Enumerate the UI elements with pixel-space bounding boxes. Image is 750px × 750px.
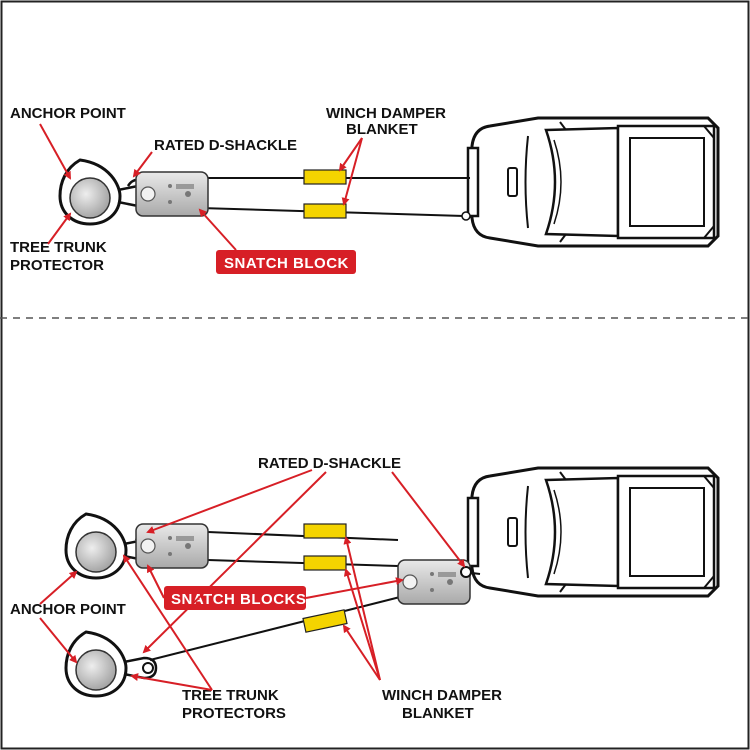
pointer-arrows-bottom <box>39 469 466 691</box>
label-tree-trunk-line2: PROTECTOR <box>10 257 104 274</box>
label-rated-d-shackle: RATED D-SHACKLE <box>154 137 297 154</box>
label-snatch-block: SNATCH BLOCK <box>224 255 349 272</box>
label-winch-damper-line2-bottom: BLANKET <box>402 705 474 722</box>
label-winch-damper-line1-bottom: WINCH DAMPER <box>382 687 502 704</box>
label-snatch-blocks: SNATCH BLOCKS <box>171 591 306 608</box>
winch-damper-blanket-2 <box>303 555 347 571</box>
d-shackle-icon-truck <box>460 566 472 578</box>
snatch-block-icon-upper <box>135 523 209 569</box>
label-anchor-point-bottom: ANCHOR POINT <box>10 601 126 618</box>
snatch-block-icon-lower <box>397 559 471 605</box>
cable-middle-line <box>207 559 399 567</box>
winch-damper-blanket-lower <box>303 203 347 219</box>
winch-damper-blanket-1 <box>303 523 347 539</box>
panel-bottom: RATED D-SHACKLE ANCHOR POINT TREE TRUNK … <box>10 455 720 722</box>
pointer-arrows-top <box>39 123 363 251</box>
label-anchor-point: ANCHOR POINT <box>10 105 126 122</box>
snatch-block-badge <box>216 250 356 274</box>
snatch-blocks-badge <box>164 586 306 610</box>
panel-top: ANCHOR POINT RATED D-SHACKLE WINCH DAMPE… <box>10 105 720 274</box>
winch-damper-blanket-upper <box>303 169 347 185</box>
snatch-block-icon <box>135 171 209 217</box>
label-tree-trunk-line1: TREE TRUNK <box>10 239 107 256</box>
truck-icon <box>466 116 720 248</box>
tree-trunk-protector-icon-lower <box>64 630 158 698</box>
label-winch-damper-line1: WINCH DAMPER <box>326 105 446 122</box>
cable-hook <box>461 211 471 221</box>
truck-icon-bottom <box>466 466 720 598</box>
label-rated-d-shackle-bottom: RATED D-SHACKLE <box>258 455 401 472</box>
label-winch-damper-line2: BLANKET <box>346 121 418 138</box>
label-tree-trunk-line1-bottom: TREE TRUNK <box>182 687 279 704</box>
cable-top-line <box>207 531 399 541</box>
label-tree-trunk-line2-bottom: PROTECTORS <box>182 705 286 722</box>
winch-damper-blanket-3 <box>302 609 348 633</box>
